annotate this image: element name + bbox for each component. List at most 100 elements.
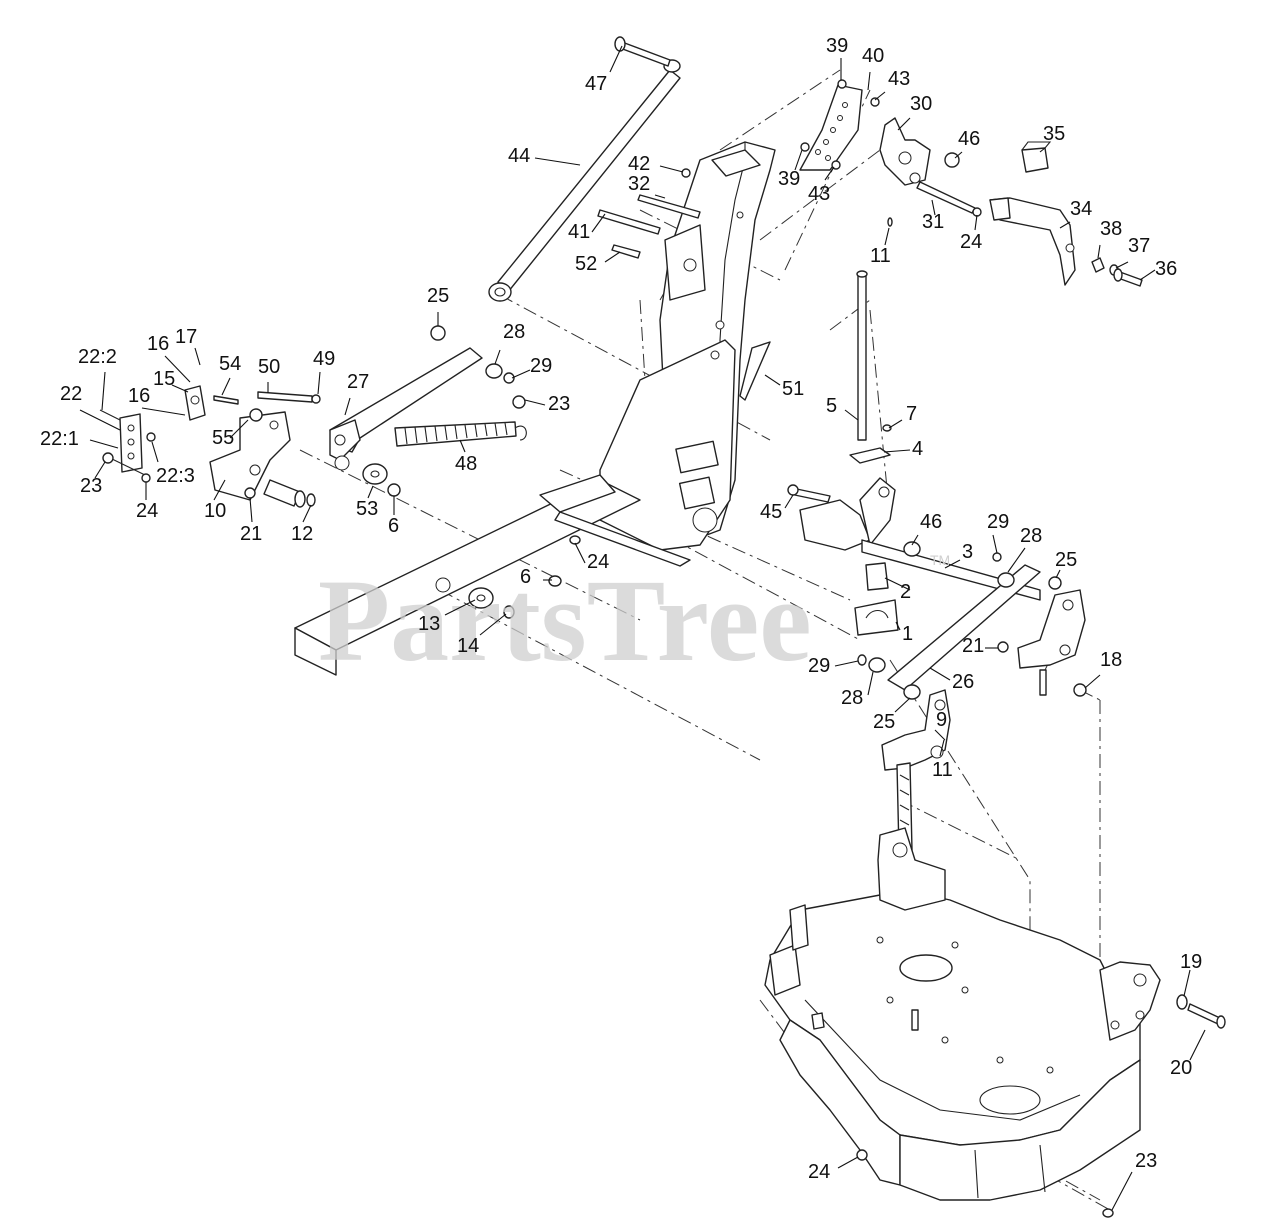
callout-label: 54 <box>219 353 241 375</box>
callout-label: 1 <box>902 623 913 645</box>
callout-label: 21 <box>240 523 262 545</box>
callout-label: 50 <box>258 356 280 378</box>
quadrant-plate-40 <box>799 79 880 171</box>
callout-label: 7 <box>906 403 917 425</box>
callout-leader <box>884 577 911 591</box>
rod-31 <box>887 181 982 227</box>
callout-leader <box>837 1156 859 1169</box>
callout-label: 2 <box>900 581 911 603</box>
callout-label: 18 <box>1100 649 1122 671</box>
callout-label: 36 <box>1155 258 1177 280</box>
callout-label: 32 <box>628 173 650 195</box>
callout-leader <box>944 559 961 569</box>
cross-shaft-3 <box>861 539 1041 601</box>
callout-label: 24 <box>136 500 158 522</box>
watermark-text: PartsTree <box>318 555 812 686</box>
callout-label: 37 <box>1128 235 1150 257</box>
callout-leader <box>867 671 874 696</box>
callout-label: 17 <box>175 326 197 348</box>
callout-leader <box>1115 261 1129 269</box>
callout-leader <box>229 419 249 439</box>
callout-leader <box>101 371 106 411</box>
hardware-right-lower <box>857 654 921 700</box>
callout-label: 24 <box>587 551 609 573</box>
callout-leader <box>574 542 586 564</box>
callout-leader <box>874 91 886 101</box>
callout-leader <box>1039 147 1046 153</box>
callout-leader <box>444 599 476 616</box>
callout-label: 51 <box>782 378 804 400</box>
callout-leader <box>79 409 121 431</box>
callout-label: 39 <box>826 35 848 57</box>
callout-leader <box>888 419 903 429</box>
callout-leader <box>794 149 803 171</box>
callout-leader <box>249 497 253 523</box>
callout-label: 25 <box>1055 549 1077 571</box>
callout-leader <box>367 485 374 499</box>
callout-label: 28 <box>503 321 525 343</box>
callout-label: 34 <box>1070 198 1092 220</box>
chain-plate-22 <box>99 409 146 476</box>
callout-leader <box>834 660 859 667</box>
spring-48 <box>394 421 527 447</box>
callout-leader <box>1111 1171 1133 1211</box>
callout-label: 44 <box>508 145 530 167</box>
right-bracket <box>997 589 1087 697</box>
callout-label: 40 <box>862 45 884 67</box>
callout-leader <box>659 165 684 173</box>
watermark: PartsTree TM <box>318 552 950 686</box>
callout-label: 22:2 <box>78 346 117 368</box>
callout-label: 47 <box>585 73 607 95</box>
callout-label: 46 <box>920 511 942 533</box>
callout-label: 6 <box>388 515 399 537</box>
callout-leader <box>934 729 946 741</box>
callout-leader <box>867 71 871 91</box>
callout-label: 48 <box>455 453 477 475</box>
callout-leader <box>317 371 321 395</box>
callout-label: 16 <box>128 385 150 407</box>
callout-leader <box>494 349 501 365</box>
callout-label: 12 <box>291 523 313 545</box>
callout-label: 13 <box>418 613 440 635</box>
callout-label: 52 <box>575 253 597 275</box>
callout-leader <box>784 494 794 509</box>
bolt-47 <box>614 36 671 67</box>
callout-label: 11 <box>932 759 953 781</box>
callout-leader <box>221 377 231 396</box>
callout-label: 20 <box>1170 1057 1192 1079</box>
callout-label: 25 <box>873 711 895 733</box>
bolt-20-washer-19 <box>1176 994 1226 1029</box>
callout-label: 31 <box>922 211 944 233</box>
hardware-bottom <box>856 1149 1114 1218</box>
callout-leader <box>94 461 106 479</box>
callout-label: 30 <box>910 93 932 115</box>
callout-label: 45 <box>760 501 782 523</box>
callout-leader <box>884 227 890 246</box>
callout-leader <box>151 441 159 463</box>
callout-label: 29 <box>808 655 830 677</box>
callout-label: 22 <box>60 383 82 405</box>
watermark-trademark: TM <box>930 552 950 568</box>
callout-label: 19 <box>1180 951 1202 973</box>
callout-label: 23 <box>1135 1150 1157 1172</box>
bolts-top-center <box>597 168 701 259</box>
callout-label: 4 <box>912 438 923 460</box>
callout-leader <box>929 667 951 681</box>
callout-leader <box>895 621 901 631</box>
callout-leader <box>194 347 201 366</box>
callout-leader <box>897 117 911 131</box>
callout-label: 28 <box>1020 525 1042 547</box>
callout-leader <box>883 449 911 453</box>
callout-leader <box>1084 674 1101 689</box>
callout-leader <box>534 157 581 166</box>
rod-5 <box>849 270 892 464</box>
control-lever-30 <box>879 117 960 186</box>
callout-label: 24 <box>960 231 982 253</box>
callout-leader <box>164 355 191 383</box>
callout-leader <box>939 739 945 757</box>
callout-label: 22:3 <box>156 465 195 487</box>
callout-leader <box>844 409 859 421</box>
callout-leader <box>1139 269 1156 281</box>
